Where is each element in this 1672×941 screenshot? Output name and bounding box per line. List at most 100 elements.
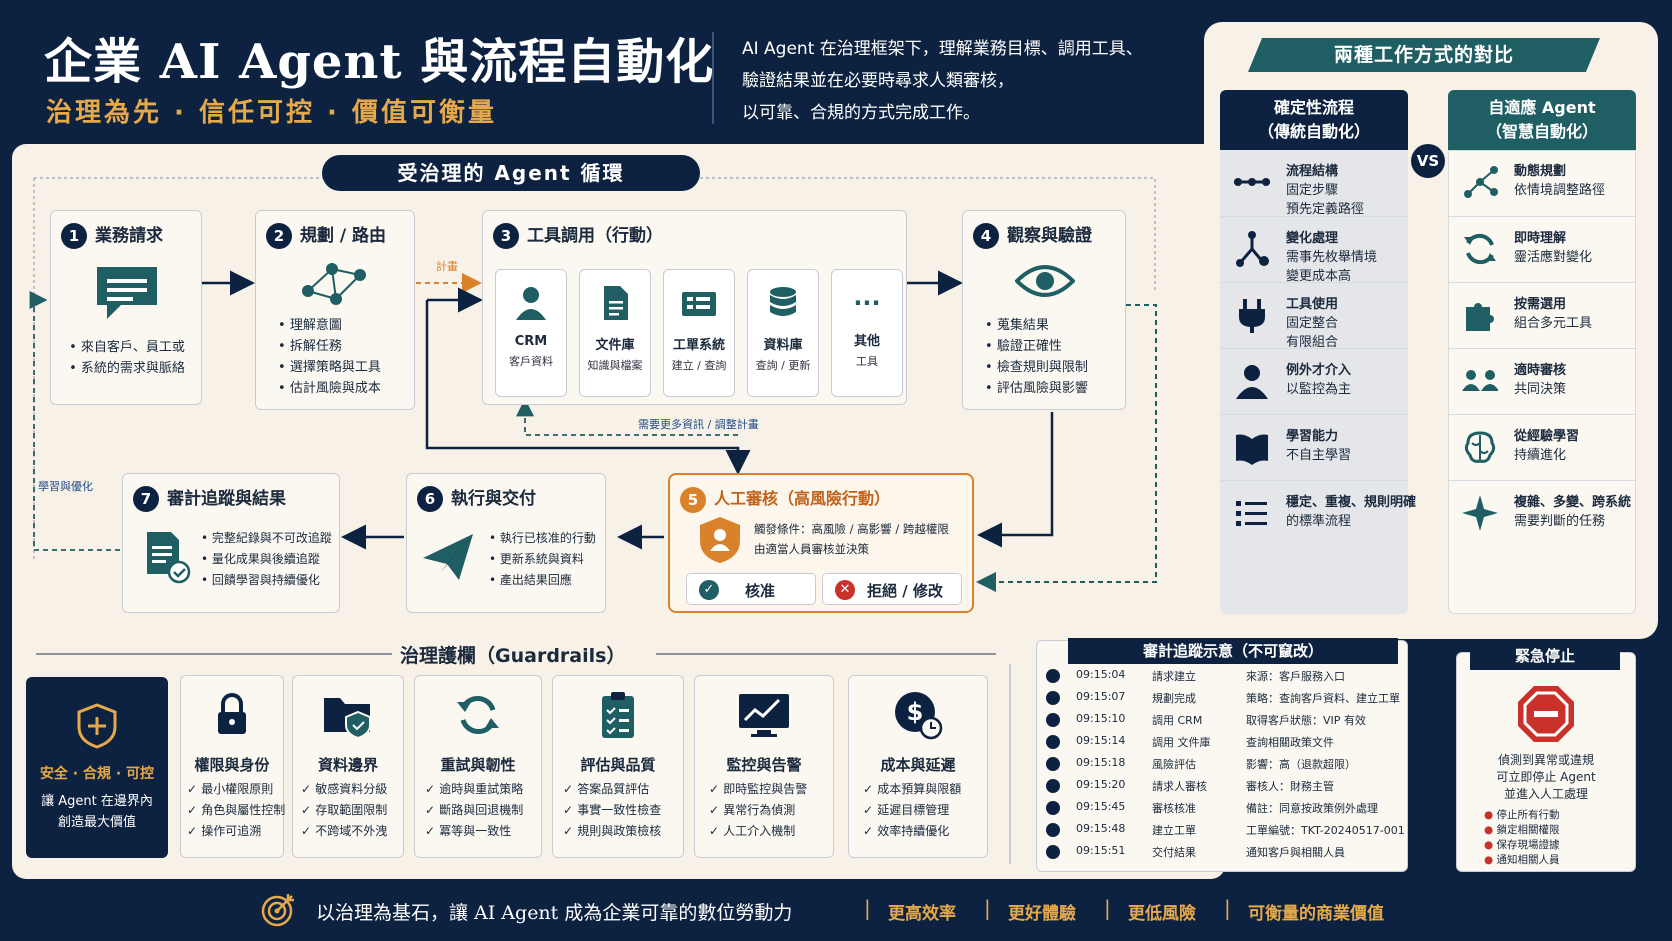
compare-item-line: 需要判斷的任務 <box>1514 514 1606 529</box>
tool-sub: 建立 / 查詢 <box>671 359 727 372</box>
bullet: 驗證正確性 <box>985 336 1088 357</box>
guardrail-title: 監控與告警 <box>726 756 802 774</box>
guardrail-title: 權限與身份 <box>194 756 270 774</box>
step-title: 規劃 / 路由 <box>300 226 387 246</box>
compare-row-left: 工具使用固定整合有限組合 <box>1220 282 1408 350</box>
learn-label: 學習與優化 <box>38 480 93 493</box>
divider <box>656 653 996 655</box>
bullet: 更新系統與資料 <box>489 549 596 570</box>
tool-crm[interactable]: CRM 客戶資料 <box>495 269 567 397</box>
compare-text: 適時審核共同決策 <box>1514 361 1566 399</box>
guardrail-monitoring[interactable]: 監控與告警 即時監控與告警異常行為偵測人工介入機制 <box>694 675 834 858</box>
compare-item-title: 動態規劃 <box>1514 164 1567 179</box>
check-line: 效率持續優化 <box>863 821 987 842</box>
step-2-bullets: 理解意圖 拆解任務 選擇策略與工具 估計風險與成本 <box>278 315 381 399</box>
flow-line-icon <box>1234 178 1270 186</box>
intro-line: 以可靠、合規的方式完成工作。 <box>742 103 980 123</box>
guardrail-cost-latency[interactable]: $ 成本與延遲 成本預算與限額延遲目標管理效率持續優化 <box>848 675 988 858</box>
separator: | <box>864 896 871 920</box>
bullet: 回饋學習與持續優化 <box>201 570 332 591</box>
tool-sub: 工具 <box>856 355 878 368</box>
guardrail-resilience[interactable]: 重試與韌性 逾時與重試策略斷路與回退機制冪等與一致性 <box>414 675 542 858</box>
emergency-stop-title: 緊急停止 <box>1470 642 1620 670</box>
database-icon <box>1046 713 1060 727</box>
puzzle-icon <box>1466 303 1494 331</box>
audit-detail: 影響：高（退款超限） <box>1246 758 1356 771</box>
people-icon <box>1462 370 1498 391</box>
compare-row-left: 例外才介入以監控為主 <box>1220 348 1408 414</box>
tool-docs[interactable]: 文件庫 知識與檔案 <box>579 269 651 397</box>
stop-sign-icon[interactable] <box>1516 684 1576 744</box>
compare-item-line: 固定整合 <box>1286 316 1339 331</box>
desc-line: 觸發條件：高風險 / 高影響 / 跨越權限 <box>754 522 949 536</box>
compare-item-title: 複雜、多變、跨系統 <box>1514 495 1632 510</box>
title-divider <box>712 32 714 124</box>
head-line: （智慧自動化） <box>1485 122 1598 141</box>
compare-text: 工具使用固定整合有限組合 <box>1286 295 1338 352</box>
guardrail-data-boundary[interactable]: 資料邊界 敏感資料分級存取範圍限制不跨域不外洩 <box>292 675 404 858</box>
tool-database[interactable]: 資料庫 查詢 / 更新 <box>747 269 819 397</box>
step-number: 7 <box>133 486 159 512</box>
checklist-icon <box>602 692 634 738</box>
approve-button[interactable]: ✓ 核准 <box>686 573 816 605</box>
compare-text: 流程結構固定步驟預先定義路徑 <box>1286 162 1364 219</box>
compare-row-left: 學習能力不自主學習 <box>1220 414 1408 480</box>
person-icon <box>1046 779 1060 793</box>
intro-line: 創造最大價值 <box>57 815 136 830</box>
brain-icon <box>1464 431 1496 463</box>
bullet: 評估風險與影響 <box>985 378 1088 399</box>
divider <box>36 653 392 655</box>
compare-item-line: 需事先枚舉情境 <box>1286 250 1378 265</box>
step-1-desc: 來自客戶、員工或 系統的需求與脈絡 <box>51 337 203 379</box>
audit-detail: 策略：查詢客戶資料、建立工單 <box>1246 692 1400 705</box>
tool-ticket[interactable]: 工單系統 建立 / 查詢 <box>663 269 735 397</box>
monitor-chart-icon <box>739 694 789 737</box>
desc-line: 並進入人工處理 <box>1503 787 1588 801</box>
monitor-icon <box>1046 669 1060 683</box>
compare-text: 例外才介入以監控為主 <box>1286 361 1351 399</box>
reject-button[interactable]: ✕ 拒絕 / 修改 <box>822 573 962 605</box>
more-icon: ··· <box>853 289 881 317</box>
guardrail-quality[interactable]: 評估與品質 答案品質評估事實一致性檢查規則與政策檢核 <box>552 675 684 858</box>
stop-bullets: ● 停止所有行動 ● 鎖定相關權限 ● 保存現場證據 ● 通知相關人員 <box>1484 809 1560 866</box>
audit-title: 審計追蹤示意（不可竄改） <box>1068 638 1398 664</box>
stop-desc: 偵測到異常或違規 可立即停止 Agent 並進入人工處理 <box>1460 752 1632 803</box>
bullet: 通知相關人員 <box>1496 854 1560 866</box>
footer-value: 可衡量的商業價值 <box>1248 904 1384 924</box>
agent-column <box>1448 150 1636 614</box>
footer-value: 更高效率 <box>888 904 956 924</box>
separator: | <box>1224 896 1231 920</box>
guardrail-permissions[interactable]: 權限與身份 最小權限原則角色與屬性控制操作可追溯 <box>180 675 285 858</box>
audit-detail: 來源：客戶服務入口 <box>1246 670 1345 683</box>
step-6-bullets: 執行已核准的行動 更新系統與資料 產出結果回應 <box>489 528 596 591</box>
close-icon: ✕ <box>835 580 855 600</box>
shield-icon <box>77 703 117 749</box>
compare-item-title: 即時理解 <box>1514 231 1567 246</box>
traditional-header: 確定性流程（傳統自動化） <box>1220 90 1408 150</box>
step-title: 人工審核（高風險行動） <box>714 489 891 508</box>
compare-row-left: 變化處理需事先枚舉情境變更成本高 <box>1220 216 1408 284</box>
compare-text: 動態規劃依情境調整路徑 <box>1514 162 1605 200</box>
tool-other[interactable]: ··· 其他 工具 <box>831 269 903 397</box>
compare-item-line: 組合多元工具 <box>1514 316 1593 331</box>
compare-item-line: 預先定義路徑 <box>1286 202 1365 217</box>
list-icon <box>1236 501 1267 526</box>
desc-line: 偵測到異常或違規 <box>1497 753 1594 767</box>
plan-label: 計畫 <box>436 260 458 273</box>
cost-clock-icon: $ <box>895 692 943 740</box>
check-line: 斷路與回退機制 <box>425 800 541 821</box>
guardrails-title: 治理護欄（Guardrails） <box>400 645 626 667</box>
compare-item-title: 穩定、重複、規則明確 <box>1286 495 1417 510</box>
loop-title: 受治理的 Agent 循環 <box>322 155 700 191</box>
audit-time: 09:15:14 <box>1076 734 1126 747</box>
step-title: 業務請求 <box>95 226 163 246</box>
check-line: 人工介入機制 <box>709 821 833 842</box>
compare-item-line: 靈活應對變化 <box>1514 250 1593 265</box>
bullet: 蒐集結果 <box>985 315 1088 336</box>
tool-name: 文件庫 <box>595 338 635 353</box>
audit-event: 規劃完成 <box>1152 692 1196 705</box>
step-title: 執行與交付 <box>451 489 536 509</box>
